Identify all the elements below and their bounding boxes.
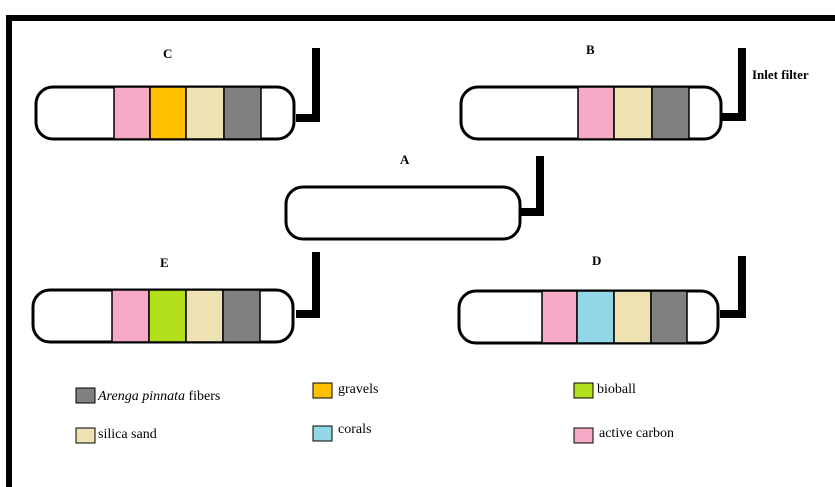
- filter-d-label: D: [592, 253, 601, 268]
- filter-e-label: E: [160, 255, 169, 270]
- filter-d-layer-2: [576, 290, 615, 344]
- legend-item-gravels: gravels: [312, 382, 378, 399]
- filter-a-tube: [284, 185, 522, 241]
- filter-e-layer-1: [111, 289, 150, 343]
- legend-swatch-bioball: [573, 382, 594, 399]
- filter-c-inlet-pipe: [296, 48, 320, 122]
- filter-b-label: B: [586, 42, 595, 57]
- filter-d: D: [457, 253, 746, 345]
- filter-c: C: [34, 46, 320, 141]
- legend-swatch-carbon: [573, 427, 594, 444]
- legend-item-carbon: active carbon: [573, 426, 674, 444]
- filter-d-inlet-pipe: [720, 256, 746, 318]
- legend-label-carbon: active carbon: [599, 426, 674, 441]
- legend-swatch-corals: [312, 425, 333, 442]
- legend: Arenga pinnata fibers gravels bioball si…: [75, 382, 674, 444]
- filter-b-layer-3: [651, 86, 690, 140]
- legend-label-silica: silica sand: [98, 427, 157, 442]
- legend-item-bioball: bioball: [573, 382, 636, 399]
- filter-b: B Inlet filter: [459, 42, 809, 141]
- filter-c-layer-2: [149, 86, 187, 140]
- legend-item-arenga: Arenga pinnata fibers: [75, 387, 220, 404]
- filter-e-layer-4: [222, 289, 261, 343]
- legend-swatch-gravels: [312, 382, 333, 399]
- filter-c-layer-3: [185, 86, 225, 140]
- legend-label-arenga: Arenga pinnata fibers: [97, 389, 220, 404]
- filter-e-inlet-pipe: [296, 252, 320, 318]
- filter-e: E: [31, 252, 320, 344]
- filter-b-inlet-pipe: [720, 48, 746, 121]
- filter-c-layer-1: [113, 86, 151, 140]
- filter-b-layer-2: [613, 86, 653, 140]
- filter-a-label: A: [400, 152, 410, 167]
- filter-d-layer-4: [650, 290, 688, 344]
- filter-e-layer-2: [148, 289, 187, 343]
- filter-d-layer-3: [613, 290, 652, 344]
- legend-label-corals: corals: [338, 422, 371, 437]
- legend-item-silica: silica sand: [75, 427, 157, 444]
- filter-a-inlet-pipe: [520, 156, 544, 216]
- legend-label-arenga-italic: Arenga pinnata: [97, 389, 185, 404]
- legend-label-gravels: gravels: [338, 382, 378, 397]
- filter-c-label: C: [163, 46, 172, 61]
- filter-a: A: [284, 152, 544, 241]
- filter-b-layer-1: [577, 86, 615, 140]
- legend-label-bioball: bioball: [597, 382, 636, 397]
- legend-swatch-silica: [75, 427, 96, 444]
- legend-label-arenga-rest: fibers: [185, 389, 220, 404]
- filter-c-layer-4: [223, 86, 262, 140]
- legend-swatch-arenga: [75, 387, 96, 404]
- inlet-filter-label: Inlet filter: [752, 67, 809, 82]
- filter-d-layer-1: [541, 290, 578, 344]
- legend-item-corals: corals: [312, 422, 371, 442]
- filter-e-layer-3: [185, 289, 224, 343]
